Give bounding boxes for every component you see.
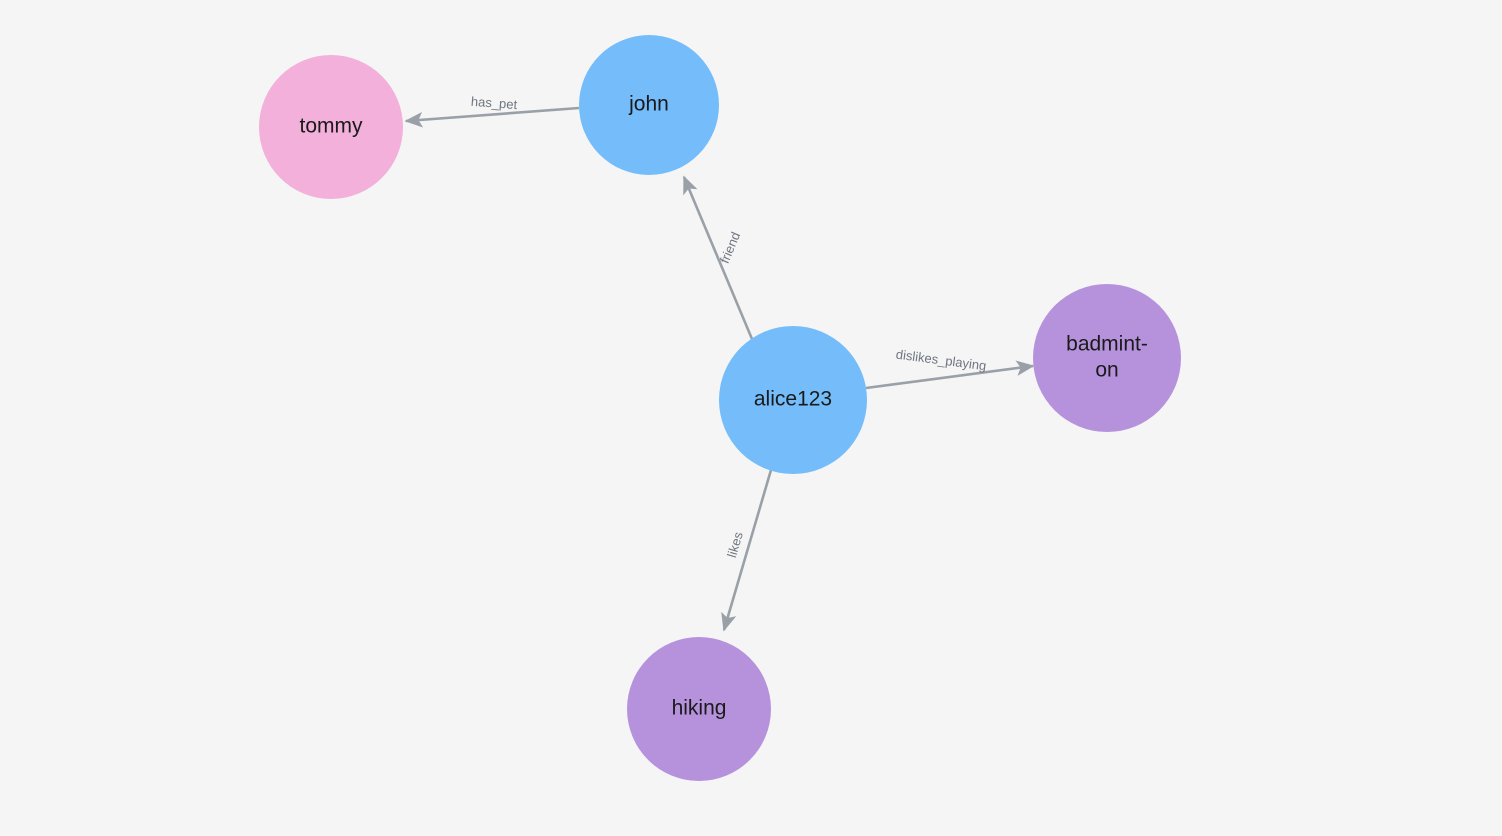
node-circle[interactable] xyxy=(627,637,771,781)
nodes-layer: tommy john alice123 badmint-on hiking xyxy=(259,35,1181,781)
edge-line[interactable] xyxy=(404,106,580,128)
node-circle[interactable] xyxy=(1033,284,1181,432)
graph-node-badminton[interactable]: badmint-on xyxy=(1033,284,1181,432)
edge-label: likes xyxy=(724,530,746,560)
edge-line[interactable] xyxy=(682,175,754,340)
edge-label: friend xyxy=(717,230,743,266)
graph-node-tommy[interactable]: tommy xyxy=(259,55,403,199)
node-circle[interactable] xyxy=(719,326,867,474)
graph-edge[interactable]: has_pet xyxy=(404,94,580,128)
graph-node-alice123[interactable]: alice123 xyxy=(719,326,867,474)
graph-node-hiking[interactable]: hiking xyxy=(627,637,771,781)
graph-edge[interactable]: likes xyxy=(721,469,773,632)
graph-edge[interactable]: dislikes_playing xyxy=(865,347,1035,390)
edge-line[interactable] xyxy=(865,360,1035,390)
node-circle[interactable] xyxy=(259,55,403,199)
graph-node-john[interactable]: john xyxy=(579,35,719,175)
edge-label: has_pet xyxy=(470,94,518,112)
graph-edge[interactable]: friend xyxy=(682,175,754,340)
node-circle[interactable] xyxy=(579,35,719,175)
edge-line[interactable] xyxy=(721,469,773,632)
edge-label: dislikes_playing xyxy=(895,347,987,374)
